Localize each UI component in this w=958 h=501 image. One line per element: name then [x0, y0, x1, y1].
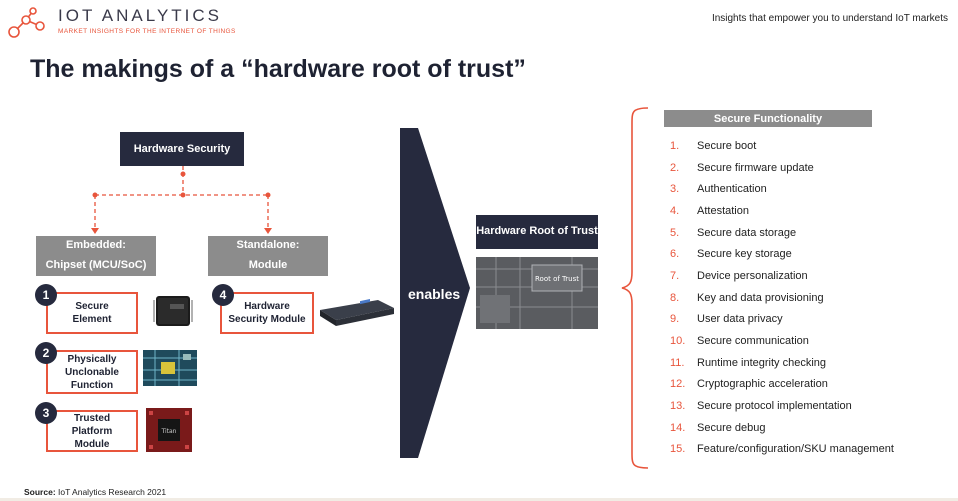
list-item: 1.Secure boot — [670, 139, 757, 152]
logo-tagline: MARKET INSIGHTS FOR THE INTERNET OF THIN… — [58, 28, 236, 35]
badge-2: 2 — [35, 342, 57, 364]
badge-3: 3 — [35, 402, 57, 424]
badge-4: 4 — [212, 284, 234, 306]
list-item: 5.Secure data storage — [670, 226, 797, 239]
list-item: 2.Secure firmware update — [670, 161, 814, 174]
embedded-line1: Embedded: — [66, 239, 126, 252]
root-of-trust-image-label: Root of Trust — [535, 275, 579, 283]
list-item: 11.Runtime integrity checking — [670, 356, 827, 369]
badge-1: 1 — [35, 284, 57, 306]
list-item: 4.Attestation — [670, 204, 749, 217]
list-item: 12.Cryptographic acceleration — [670, 378, 828, 391]
embedded-box: Embedded: Chipset (MCU/SoC) — [36, 236, 156, 276]
list-item: 7.Device personalization — [670, 269, 808, 282]
titan-chip-image-icon: Titan — [146, 408, 192, 452]
chip-image-icon — [153, 296, 193, 326]
list-item: 3.Authentication — [670, 183, 767, 196]
hardware-security-box: Hardware Security — [120, 132, 244, 166]
chip-label: Titan — [161, 428, 177, 435]
list-item: 13.Secure protocol implementation — [670, 400, 852, 413]
list-item: 8.Key and data provisioning — [670, 291, 824, 304]
tpm-box: Trusted Platform Module — [46, 410, 138, 452]
logo-icon — [8, 7, 45, 38]
embedded-line2: Chipset (MCU/SoC) — [45, 259, 147, 272]
page-title: The makings of a “hardware root of trust… — [30, 55, 526, 83]
enables-label: enables — [408, 286, 461, 302]
circuit-board-image-icon — [143, 350, 197, 386]
root-of-trust-box: Hardware Root of Trust — [476, 215, 598, 249]
source-note: Source: IoT Analytics Research 2021 — [24, 487, 167, 497]
list-item: 10.Secure communication — [670, 335, 809, 348]
root-of-trust-image-icon: Root of Trust — [476, 257, 598, 329]
list-item: 15.Feature/configuration/SKU management — [670, 443, 894, 456]
secure-element-box: Secure Element — [46, 292, 138, 334]
secure-functionality-header: Secure Functionality — [664, 110, 872, 127]
curly-brace — [621, 107, 649, 469]
secure-functionality-list: 1.Secure boot 2.Secure firmware update 3… — [670, 135, 894, 460]
standalone-line2: Module — [248, 259, 288, 272]
enables-arrow — [400, 128, 470, 458]
hsm-device-image-icon — [320, 298, 394, 326]
list-item: 9.User data privacy — [670, 313, 783, 326]
logo-brand: IOT ANALYTICS — [58, 6, 223, 25]
header-tagline: Insights that empower you to understand … — [711, 13, 948, 24]
footer-divider — [0, 498, 958, 501]
puf-box: Physically Unclonable Function — [46, 350, 138, 394]
standalone-line1: Standalone: — [236, 239, 300, 252]
list-item: 14.Secure debug — [670, 421, 766, 434]
hsm-box: Hardware Security Module — [220, 292, 314, 334]
list-item: 6.Secure key storage — [670, 248, 792, 261]
standalone-box: Standalone: Module — [208, 236, 328, 276]
